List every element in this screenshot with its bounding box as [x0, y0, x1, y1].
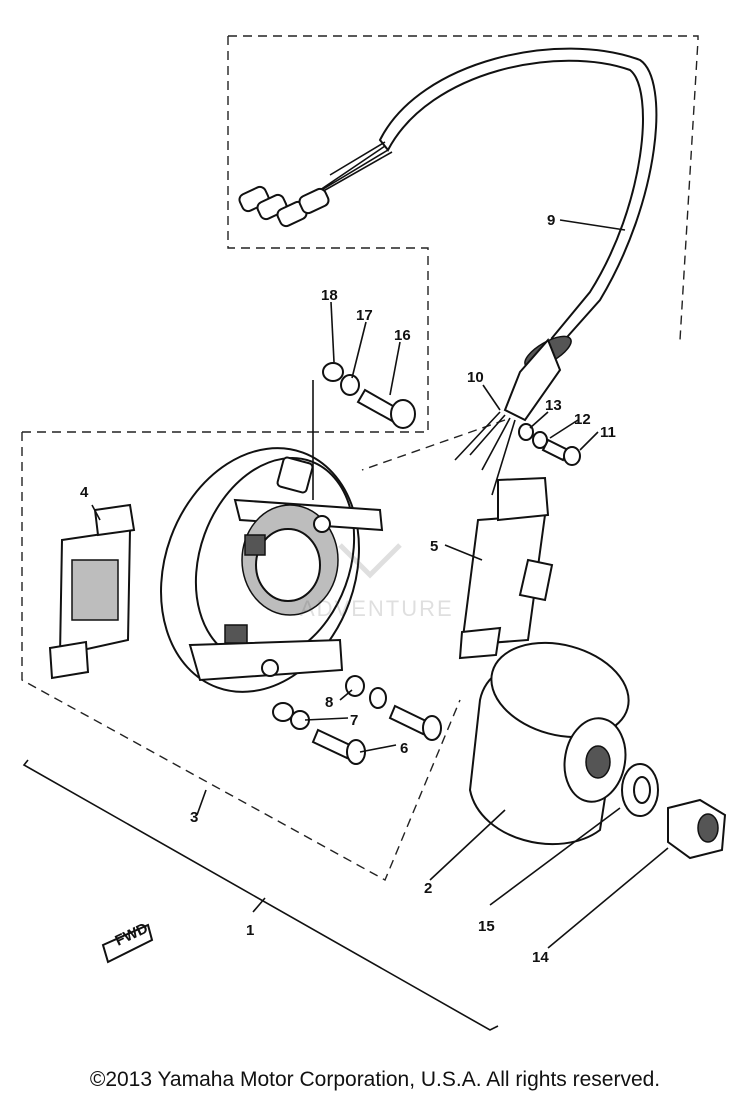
assembly-bracket	[22, 759, 499, 1031]
callout-18: 18	[321, 287, 338, 304]
callout-5: 5	[430, 538, 438, 555]
screw-11-part	[541, 438, 581, 466]
callout-15: 15	[478, 918, 495, 935]
callout-10: 10	[467, 369, 484, 386]
callout-4: 4	[80, 484, 89, 501]
washer-18-part	[322, 362, 344, 382]
washer-13-part	[518, 423, 534, 441]
callouts: 1 2 3 4 5 6 7 8 9 10 11 12 13 14 15 16 1…	[80, 212, 616, 966]
stator-base-plate	[160, 447, 384, 693]
callout-13: 13	[545, 397, 562, 414]
wire-lead-part	[238, 47, 658, 347]
copyright-notice: ©2013 Yamaha Motor Corporation, U.S.A. A…	[89, 1068, 661, 1091]
rotor-2-part	[468, 641, 630, 845]
leader-lines	[91, 219, 669, 949]
callout-12: 12	[574, 411, 591, 428]
watermark-text: ADVENTURE	[300, 596, 454, 621]
callout-6: 6	[400, 740, 408, 757]
wire-harness-boundary	[227, 35, 699, 433]
washer-12-part	[532, 431, 548, 449]
stator-assembly-boundary	[21, 419, 506, 881]
callout-3: 3	[190, 809, 198, 826]
washer-15-part	[621, 763, 659, 817]
washer-7a-part	[272, 702, 294, 722]
callout-9: 9	[547, 212, 555, 229]
ignition-unit-4-part	[48, 503, 136, 680]
grommet-part	[454, 335, 572, 496]
lock-washer-17-part	[340, 374, 360, 396]
nut-14-part	[667, 798, 727, 860]
screw-16-part	[356, 388, 416, 429]
parts-diagram: FWD ADVENTURE 1 2 3 4 5 6 7 8	[21, 35, 727, 1031]
watermark: ADVENTURE	[300, 543, 454, 621]
ignition-coil-5-part	[458, 476, 554, 660]
callout-16: 16	[394, 327, 411, 344]
screw-6a-part	[388, 704, 442, 741]
callout-7: 7	[350, 712, 358, 729]
washer-8b-part	[369, 687, 387, 709]
callout-14: 14	[532, 949, 549, 966]
callout-17: 17	[356, 307, 373, 324]
screw-6b-part	[311, 728, 366, 765]
callout-8: 8	[325, 694, 333, 711]
callout-1: 1	[246, 922, 254, 939]
fwd-tag: FWD	[101, 920, 154, 964]
callout-11: 11	[600, 424, 616, 441]
callout-2: 2	[424, 880, 432, 897]
